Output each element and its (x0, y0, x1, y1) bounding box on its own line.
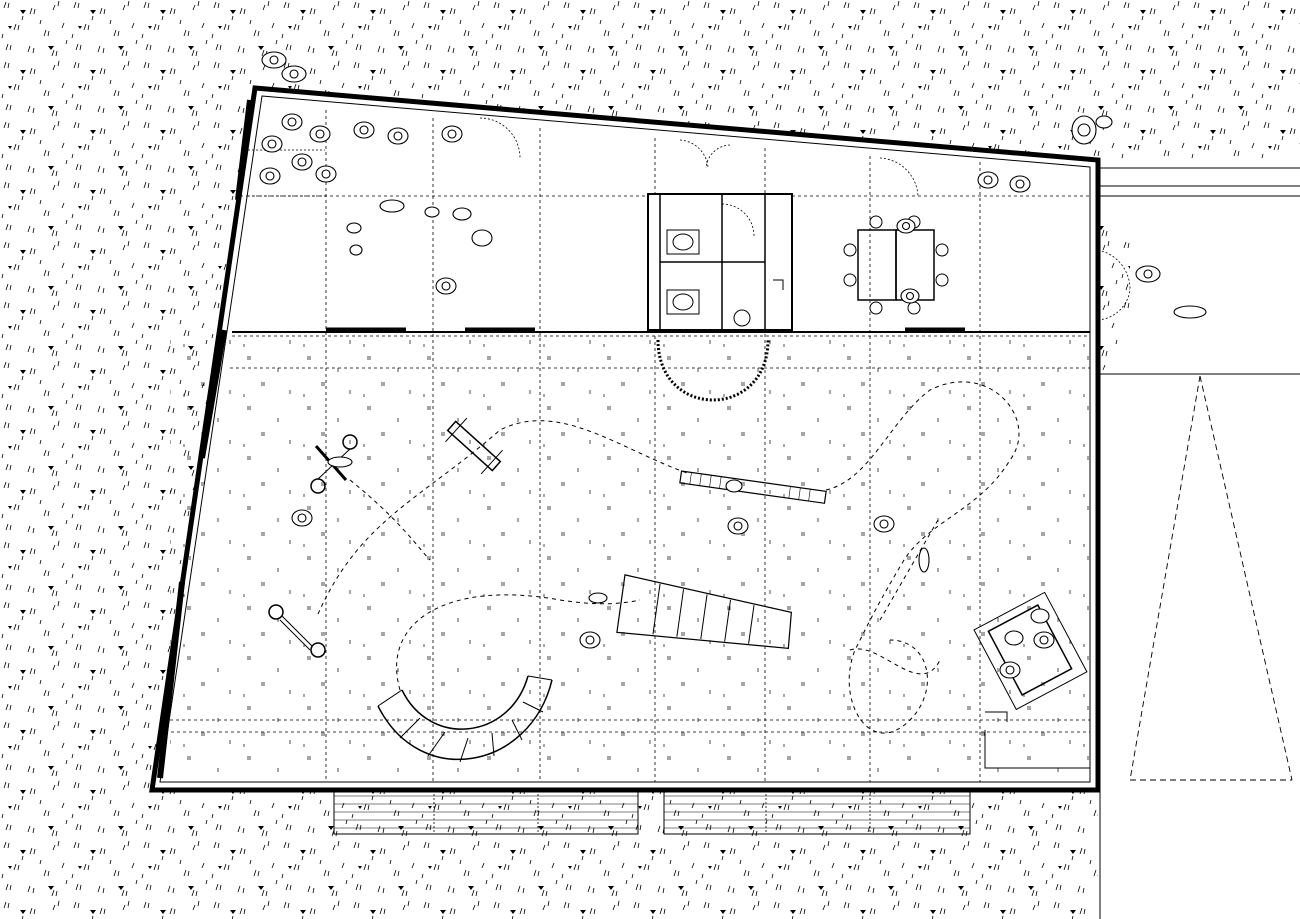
dog-figure (588, 592, 608, 604)
person-figure (309, 125, 331, 143)
person-figure (261, 51, 287, 69)
person-figure (725, 479, 743, 493)
person-figure (291, 509, 313, 527)
dog-figure (346, 222, 362, 234)
person-figure (1071, 115, 1097, 145)
dining-table (843, 215, 949, 315)
person-figure (315, 165, 337, 183)
play-equipment (268, 417, 827, 763)
person-figure (441, 125, 463, 143)
door-swings (479, 117, 1131, 321)
dog-figure (349, 244, 363, 256)
dog-figure (1173, 305, 1207, 319)
person-figure (977, 171, 999, 189)
person-figure (1009, 175, 1031, 193)
person-figure (435, 277, 457, 295)
left-facade-windows (157, 99, 253, 779)
person-figure (900, 288, 920, 304)
person-figure (896, 218, 916, 234)
person-figure (999, 661, 1021, 679)
person-figure (1004, 630, 1024, 646)
person-figure (579, 631, 601, 649)
person-figure (1030, 608, 1050, 624)
figures (259, 51, 1207, 679)
dog-figure (452, 207, 472, 221)
main-hall-floor (170, 336, 1090, 776)
sanitary-core (647, 193, 793, 331)
person-figure (1033, 631, 1055, 649)
person-figure (387, 127, 409, 145)
person-figure (281, 113, 303, 131)
person-figure (259, 167, 281, 185)
person-figure (727, 517, 749, 535)
dog-figure (379, 199, 405, 213)
person-figure (291, 153, 313, 171)
person-figure (261, 135, 283, 153)
bottom-deck (333, 789, 971, 835)
play-routes (317, 381, 1020, 734)
dog-figure (471, 229, 493, 247)
dog-figure (424, 206, 440, 218)
person-figure (1095, 115, 1113, 129)
person-figure (353, 121, 375, 139)
person-figure (873, 515, 895, 533)
structural-grid (165, 110, 1090, 782)
dog-figure (918, 547, 930, 573)
person-figure (281, 65, 307, 83)
person-figure (1135, 265, 1161, 283)
dog-figure (327, 456, 353, 468)
outdoor-path (1098, 160, 1300, 919)
